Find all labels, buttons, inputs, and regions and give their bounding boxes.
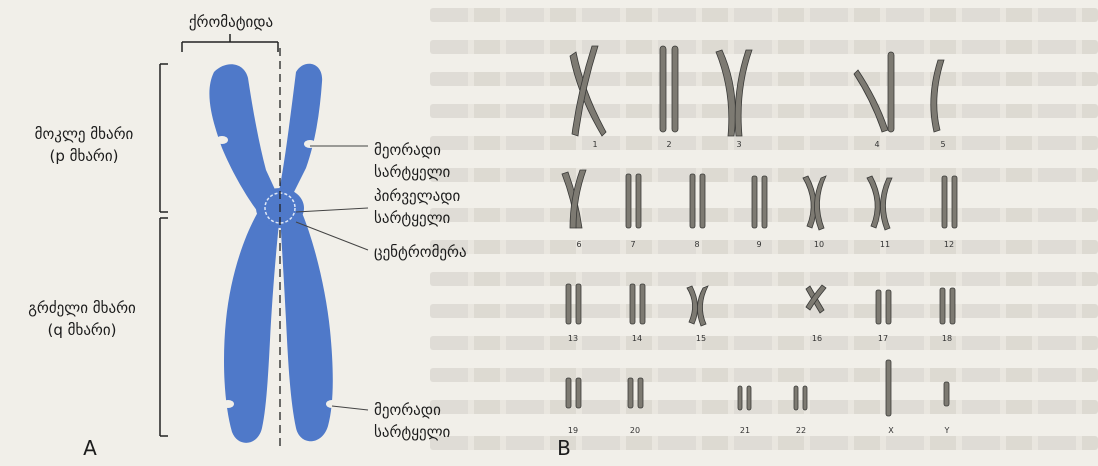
chromosome-number: 15 xyxy=(686,334,716,343)
chromosome-number: 4 xyxy=(862,140,892,149)
chromosome-number: 1 xyxy=(580,140,610,149)
chromosome-shape xyxy=(209,64,332,443)
chromosome-number: 6 xyxy=(564,240,594,249)
secondary-band-bottom-label-line2: სარტყელი xyxy=(374,422,484,442)
panel-a-letter: A xyxy=(80,438,100,458)
chromosome-number: 18 xyxy=(932,334,962,343)
long-arm-label-line2: (q მხარი) xyxy=(4,320,160,340)
short-arm-label-line1: მოკლე მხარი xyxy=(14,124,154,144)
chromosome-number: 10 xyxy=(804,240,834,249)
chromosome-number: 2 xyxy=(654,140,684,149)
chromosome-number: 22 xyxy=(786,426,816,435)
karyotype xyxy=(562,46,957,416)
chromosome-number: 12 xyxy=(934,240,964,249)
chromosome-number: X xyxy=(876,426,906,435)
chromatid-bracket xyxy=(182,34,278,52)
chromosome-number: 8 xyxy=(682,240,712,249)
chromosome-number: 3 xyxy=(724,140,754,149)
chromosome-number: 14 xyxy=(622,334,652,343)
chromosome-number: 7 xyxy=(618,240,648,249)
chromosome-number: 21 xyxy=(730,426,760,435)
short-arm-label-line2: (p მხარი) xyxy=(14,146,154,166)
chromatid-label: ქრომატიდა xyxy=(176,12,286,32)
primary-band-label-line1: პირველადი xyxy=(374,186,484,206)
secondary-band-bottom-label-line1: მეორადი xyxy=(374,400,444,420)
secondary-band-top-label-line1: მეორადი xyxy=(374,140,444,160)
chromosome-number: 13 xyxy=(558,334,588,343)
chromosome-number: 17 xyxy=(868,334,898,343)
primary-band-label-line2: სარტყელი xyxy=(374,208,484,228)
chromosome-number: 5 xyxy=(928,140,958,149)
chromosome-number: 19 xyxy=(558,426,588,435)
panel-b-letter: B xyxy=(554,438,574,458)
chromosome-number: 11 xyxy=(870,240,900,249)
secondary-band-top-label-line2: სარტყელი xyxy=(374,162,484,182)
centromere-label: ცენტრომერა xyxy=(374,242,504,262)
chromosome-number: Y xyxy=(932,426,962,435)
chromosome-number: 16 xyxy=(802,334,832,343)
chromosome-number: 9 xyxy=(744,240,774,249)
long-arm-label-line1: გრძელი მხარი xyxy=(4,298,160,318)
arm-brackets xyxy=(160,64,168,436)
chromosome-number: 20 xyxy=(620,426,650,435)
